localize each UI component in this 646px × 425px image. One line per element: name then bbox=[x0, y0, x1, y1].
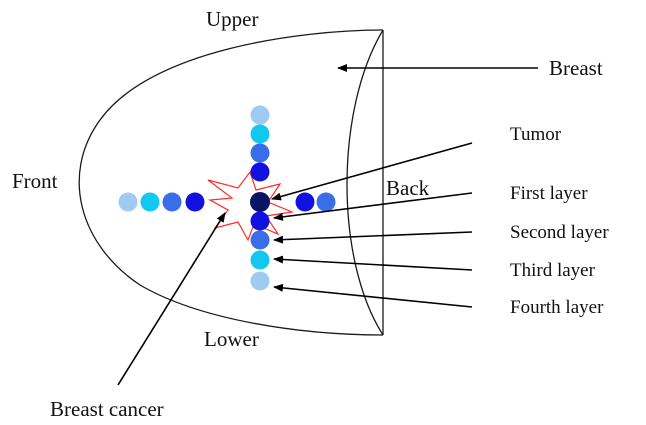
third-layer-label: Third layer bbox=[510, 260, 596, 281]
tumor-dot bbox=[250, 192, 270, 212]
second-layer-dot-right bbox=[316, 192, 336, 212]
fourth-layer-dot-left bbox=[118, 192, 138, 212]
first-layer-label: First layer bbox=[510, 183, 588, 204]
upper-label: Upper bbox=[206, 7, 258, 31]
second-layer-dot-bottom bbox=[250, 230, 270, 250]
tumor-label: Tumor bbox=[510, 124, 562, 145]
front-label: Front bbox=[12, 169, 58, 193]
first-layer-dot-top bbox=[250, 162, 270, 182]
first-layer-dot-bottom bbox=[250, 211, 270, 231]
fourth-layer-dot-bottom bbox=[250, 271, 270, 291]
second-layer-arrow bbox=[273, 231, 473, 244]
second-layer-dot-top bbox=[250, 143, 270, 163]
third-layer-dot-bottom bbox=[250, 250, 270, 270]
fourth-layer-label: Fourth layer bbox=[510, 297, 604, 318]
breast-label: Breast bbox=[549, 56, 603, 80]
breast-cancer-arrow bbox=[117, 212, 226, 386]
breast-cancer-label: Breast cancer bbox=[50, 397, 164, 421]
breast-outline bbox=[78, 29, 384, 336]
fourth-layer-dot-top bbox=[250, 105, 270, 125]
back-label: Back bbox=[386, 176, 430, 200]
breast-cancer-shape bbox=[207, 170, 295, 242]
first-layer-arrow bbox=[273, 192, 473, 221]
lower-label: Lower bbox=[204, 327, 259, 351]
chest-curve bbox=[346, 29, 384, 336]
second-layer-dot-left bbox=[162, 192, 182, 212]
third-layer-arrow bbox=[273, 255, 473, 271]
third-layer-dot-left bbox=[140, 192, 160, 212]
third-layer-dot-top bbox=[250, 124, 270, 144]
tumor-arrow bbox=[271, 142, 473, 201]
first-layer-dot-left bbox=[185, 192, 205, 212]
first-layer-dot-right bbox=[295, 192, 315, 212]
second-layer-label: Second layer bbox=[510, 222, 609, 243]
fourth-layer-arrow bbox=[273, 283, 473, 308]
